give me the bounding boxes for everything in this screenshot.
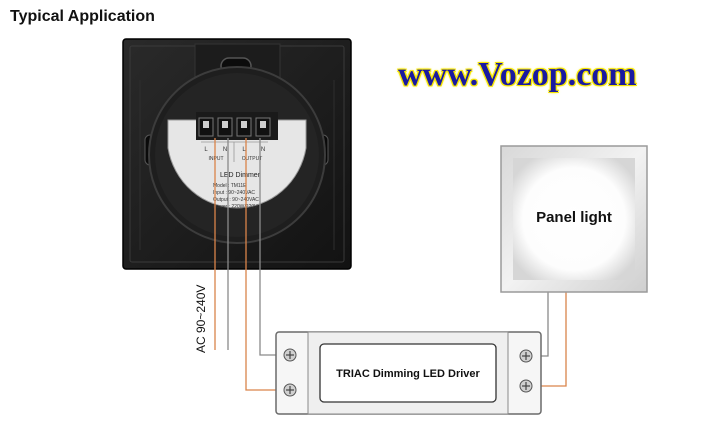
input-label: INPUT [209,156,224,162]
ac-supply-label: AC 90~240V [194,285,208,353]
brand-watermark: www.Vozop.com [398,56,637,93]
driver-label: TRIAC Dimming LED Driver [336,368,480,380]
spec-power: Power : 220W/220V [213,204,258,210]
wire-output-live [245,138,288,391]
spec-input: Input : 90~240VAC [213,190,255,196]
panel-light-label: Panel light [536,209,612,226]
terminal-block [198,117,271,137]
panel-light: Panel light [500,145,648,293]
output-label: OUTPUT [242,156,263,162]
page-title: Typical Application [10,8,155,25]
terminal-label-2: N [223,147,227,153]
terminal-label-3: L [242,147,246,153]
spec-model: Model : TM11E [213,183,247,189]
led-driver: TRIAC Dimming LED Driver [275,331,542,415]
spec-output: Output : 90~240VAC [213,197,259,203]
terminal-label-1: L [204,147,208,153]
dimmer-name: LED Dimmer [220,172,261,179]
terminal-label-4: N [261,147,265,153]
dimmer-switch: L N L N INPUT OUTPUT LED Dimmer Model : … [122,38,352,270]
